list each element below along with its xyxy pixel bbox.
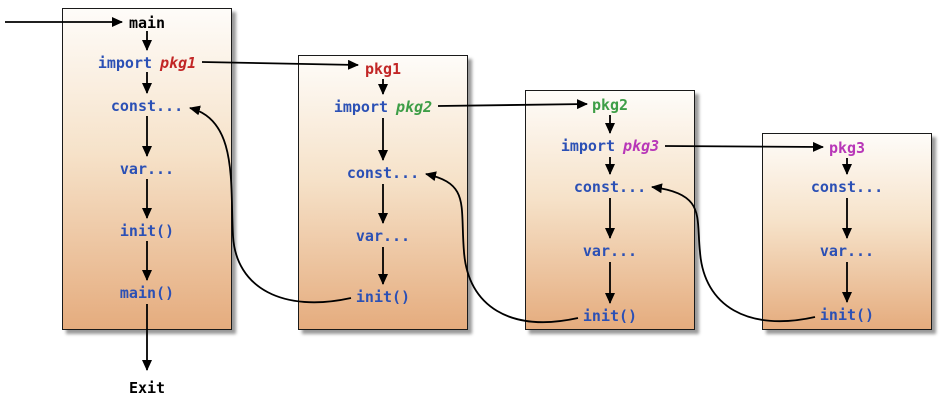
import-keyword: import <box>333 98 389 116</box>
box-main: main import pkg1 const... var... init() m… <box>62 8 232 330</box>
box-pkg2-step-const: const... <box>573 178 647 196</box>
box-pkg1-step-init: init() <box>355 288 411 306</box>
box-pkg3: pkg3 const... var... init() <box>762 133 932 330</box>
import-keyword: import <box>97 54 153 72</box>
box-pkg2-step-init: init() <box>582 307 638 325</box>
import-pkg3-name: pkg3 <box>623 137 660 155</box>
box-pkg1-import-line: import pkg2 <box>299 98 467 116</box>
box-pkg2-title: pkg2 <box>591 96 629 114</box>
box-main-import-line: import pkg1 <box>63 54 231 72</box>
box-pkg3-step-init: init() <box>819 306 875 324</box>
box-pkg2-step-var: var... <box>582 242 638 260</box>
import-keyword: import <box>560 137 616 155</box>
box-pkg2: pkg2 import pkg3 const... var... init() <box>525 90 695 330</box>
box-pkg1-step-const: const... <box>346 164 420 182</box>
box-pkg1-step-var: var... <box>355 227 411 245</box>
import-pkg1-name: pkg1 <box>160 54 197 72</box>
box-main-step-main-call: main() <box>119 284 175 302</box>
box-pkg3-step-const: const... <box>810 178 884 196</box>
box-main-step-var: var... <box>119 160 175 178</box>
box-pkg1: pkg1 import pkg2 const... var... init() <box>298 55 468 330</box>
exit-label: Exit <box>128 379 166 397</box>
box-pkg3-title: pkg3 <box>828 139 866 157</box>
box-main-step-const: const... <box>110 97 184 115</box>
box-pkg1-title: pkg1 <box>364 60 402 78</box>
box-pkg2-import-line: import pkg3 <box>526 137 694 155</box>
box-main-step-init: init() <box>119 222 175 240</box>
import-pkg2-name: pkg2 <box>396 98 433 116</box>
box-main-title: main <box>128 14 166 32</box>
box-pkg3-step-var: var... <box>819 242 875 260</box>
